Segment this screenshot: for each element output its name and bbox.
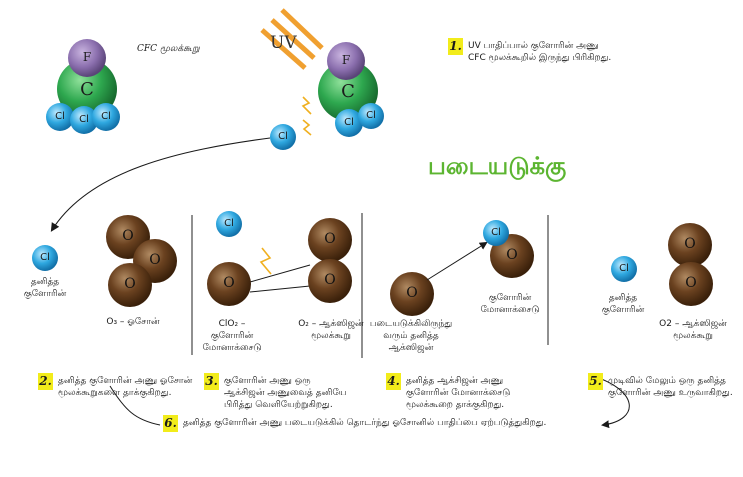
step-text: குளோரின் அணு ஒரு ஆக்சிஜன் அணுவைத் தனியே … xyxy=(224,376,347,410)
uv-rays xyxy=(260,8,324,70)
uv-label: UV xyxy=(270,33,297,53)
chlorine-atom xyxy=(335,109,363,137)
atom-symbol: Cl xyxy=(40,252,50,263)
atom-symbol: Cl xyxy=(344,117,354,128)
atom-symbol: Cl xyxy=(619,263,629,274)
step-badge: 4. xyxy=(386,373,401,390)
atom-symbol: Cl xyxy=(79,114,89,125)
atom-symbol: C xyxy=(80,79,94,100)
free-chlorine-label: தனித்த குளோரின் xyxy=(23,277,67,299)
oxygen-atom xyxy=(390,272,434,316)
group-clo-o2 xyxy=(207,211,352,306)
atom-symbol: O xyxy=(122,228,134,244)
fluorine-atom xyxy=(327,42,365,80)
atom-symbol: Cl xyxy=(366,110,376,121)
oxygen-atom xyxy=(668,223,712,267)
ozone-label: O₃ – ஓசோன் xyxy=(106,317,160,327)
clo2-label: ClO₂ – குளோரின் மோனாக்சைடு xyxy=(202,319,262,353)
break-spark xyxy=(259,247,272,275)
free-oxygen-label: படையடுக்கிலிருந்து வரும் தனித்த ஆக்ஸிஜன் xyxy=(369,319,453,353)
atom-symbol: C xyxy=(341,81,355,102)
fluorine-atom xyxy=(68,39,106,77)
chlorine-atom xyxy=(70,106,98,134)
o2-label: O2 – ஆக்ஸிஜன் மூலக்கூறு xyxy=(659,319,727,341)
atom-symbol: F xyxy=(341,53,351,67)
chlorine-atom xyxy=(611,256,637,282)
oxygen-atom xyxy=(308,259,352,303)
step-badge: 1. xyxy=(448,38,463,55)
atom-symbol: O xyxy=(506,247,518,263)
atom-symbol: O xyxy=(685,275,697,291)
oxygen-atom xyxy=(669,262,713,306)
cfc-molecule-intact xyxy=(46,39,120,134)
cfc-molecule-broken xyxy=(270,42,384,150)
atom-symbol: O xyxy=(684,236,696,252)
step-text: UV பாதிப்பால் குளோரின் அணு CFC மூலக்கூறி… xyxy=(468,41,612,63)
step-arrow xyxy=(109,385,161,426)
chlorine-atom xyxy=(92,103,120,131)
step-badge: 6. xyxy=(163,415,178,432)
free-chlorine-label: தனித்த குளோரின் xyxy=(601,293,645,315)
oxygen-atom xyxy=(207,262,251,306)
step-text: தனித்த குளோரின் அணு ஓசோன் மூலக்கூறுகளை த… xyxy=(58,376,193,398)
oxygen-atom xyxy=(308,218,352,262)
atom-symbol: O xyxy=(149,252,161,268)
chlorine-atom xyxy=(46,103,74,131)
atom-symbol: Cl xyxy=(491,227,501,238)
atom-symbol: F xyxy=(82,50,92,64)
chlorine-atom xyxy=(32,245,58,271)
atom-symbol: Cl xyxy=(224,218,234,229)
group-oxygen-clo xyxy=(390,220,534,316)
path-arrow xyxy=(50,137,271,232)
atom-symbol: O xyxy=(324,272,336,288)
o2-label: O₂ – ஆக்ஸிஜன் மூலக்கூறு xyxy=(298,319,364,341)
chlorine-monoxide-label: குளோரின் மோனாக்சைடு xyxy=(480,293,540,315)
group-chlorine-ozone xyxy=(32,215,177,307)
atom-symbol: O xyxy=(124,276,136,292)
atom-symbol: Cl xyxy=(101,111,111,122)
stratosphere-title: படையடுக்கு xyxy=(428,152,567,180)
break-spark xyxy=(301,96,312,136)
step-badge: 3. xyxy=(204,373,219,390)
atom-symbol: O xyxy=(324,231,336,247)
chlorine-atom xyxy=(216,211,242,237)
step-arrow xyxy=(589,374,630,429)
atom-symbol: Cl xyxy=(55,111,65,122)
step-text: தனித்த ஆக்சிஜன் அணு குளோரின் மோனாக்சைடு … xyxy=(406,376,511,410)
chlorine-atom xyxy=(358,103,384,129)
cfc-label: CFC மூலக்கூறு xyxy=(137,44,200,54)
chlorine-atom xyxy=(483,220,509,246)
step-badge: 5. xyxy=(588,373,603,390)
atom-symbol: O xyxy=(406,285,418,301)
released-chlorine-atom xyxy=(270,124,296,150)
step-text: முடிவில் மேலும் ஒரு தனித்த குளோரின் அணு … xyxy=(608,376,733,398)
atom-symbol: Cl xyxy=(278,131,288,142)
step-text: தனித்த குளோரின் அணு படையடுக்கில் தொடர்ந்… xyxy=(183,418,547,428)
group-chlorine-o2 xyxy=(611,223,713,306)
atom-symbol: O xyxy=(223,275,235,291)
step-badge: 2. xyxy=(38,373,53,390)
oxygen-atom xyxy=(108,263,152,307)
